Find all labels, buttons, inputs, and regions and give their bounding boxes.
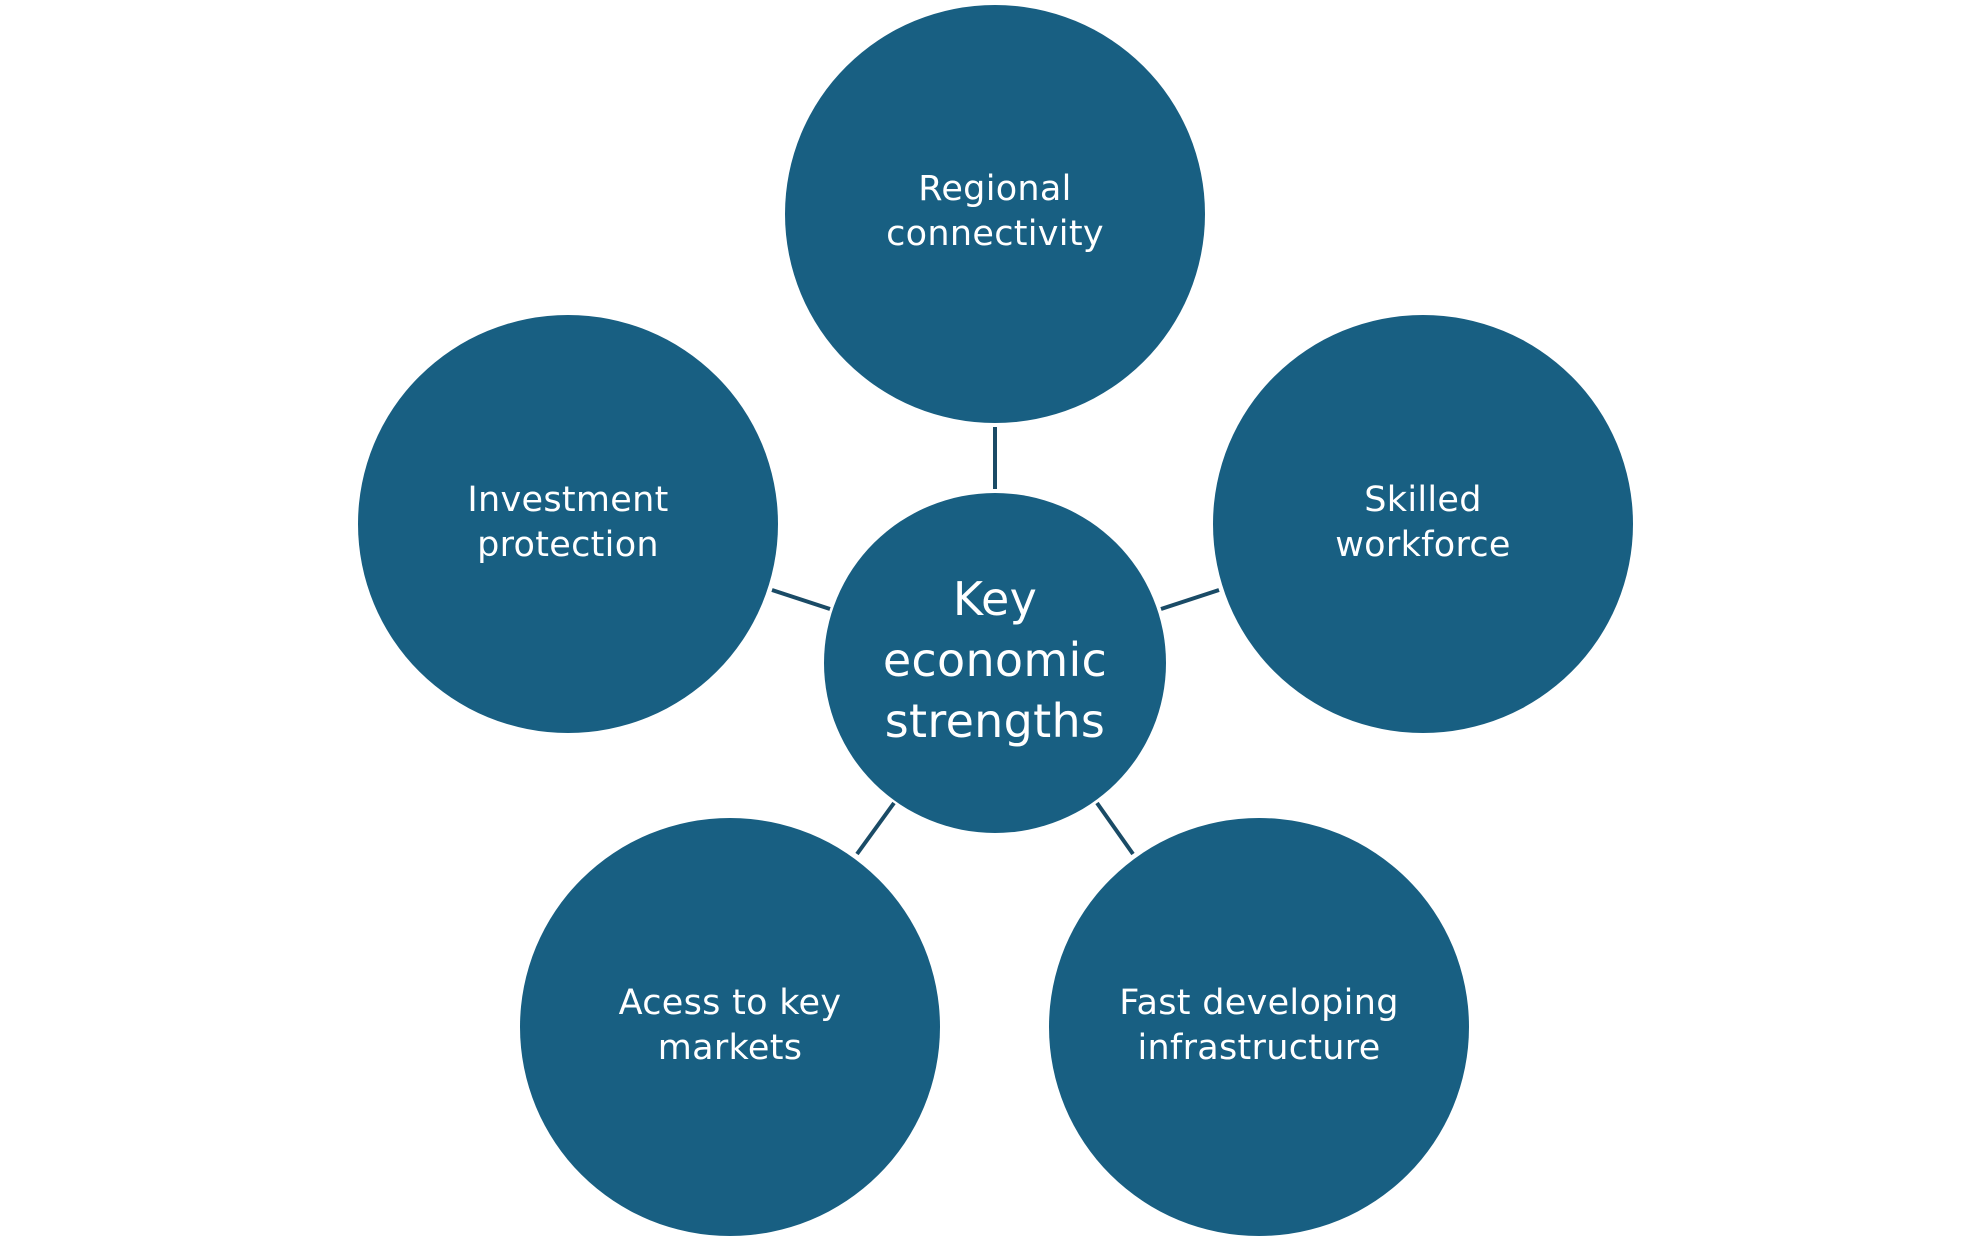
node-investment-protection: Investment protection xyxy=(358,315,778,733)
node-label: Regional connectivity xyxy=(886,169,1104,254)
connector-right xyxy=(1160,588,1220,611)
node-access-to-key-markets: Acess to key markets xyxy=(520,818,940,1236)
node-fast-developing-infrastructure: Fast developing infrastructure xyxy=(1049,818,1469,1236)
node-label: Fast developing infrastructure xyxy=(1119,983,1399,1068)
node-label: Acess to key markets xyxy=(618,983,842,1068)
center-label: Key economic strengths xyxy=(882,571,1108,748)
connector-left xyxy=(771,588,831,611)
connector-bottom-right xyxy=(1095,801,1135,856)
node-label: Skilled workforce xyxy=(1335,480,1511,565)
connector-bottom-left xyxy=(855,801,896,856)
node-regional-connectivity: Regional connectivity xyxy=(785,5,1205,423)
node-label: Investment protection xyxy=(467,480,669,565)
node-key-economic-strengths: Key economic strengths xyxy=(824,493,1166,833)
node-skilled-workforce: Skilled workforce xyxy=(1213,315,1633,733)
